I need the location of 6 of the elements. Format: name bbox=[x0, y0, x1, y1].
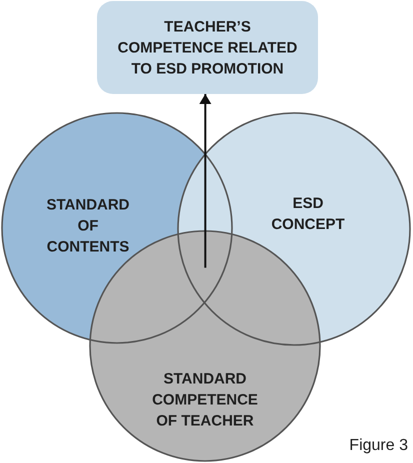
figure-caption: Figure 3 bbox=[349, 437, 408, 455]
box-label: TEACHER’S COMPETENCE RELATED TO ESD PROMOTION bbox=[116, 18, 298, 80]
circle-label: STANDARD COMPETENCE OF TEACHER bbox=[151, 370, 259, 432]
circle-label: STANDARD OF CONTENTS bbox=[45, 196, 131, 258]
circle-label: ESD CONCEPT bbox=[270, 194, 346, 235]
result-box bbox=[97, 1, 318, 94]
